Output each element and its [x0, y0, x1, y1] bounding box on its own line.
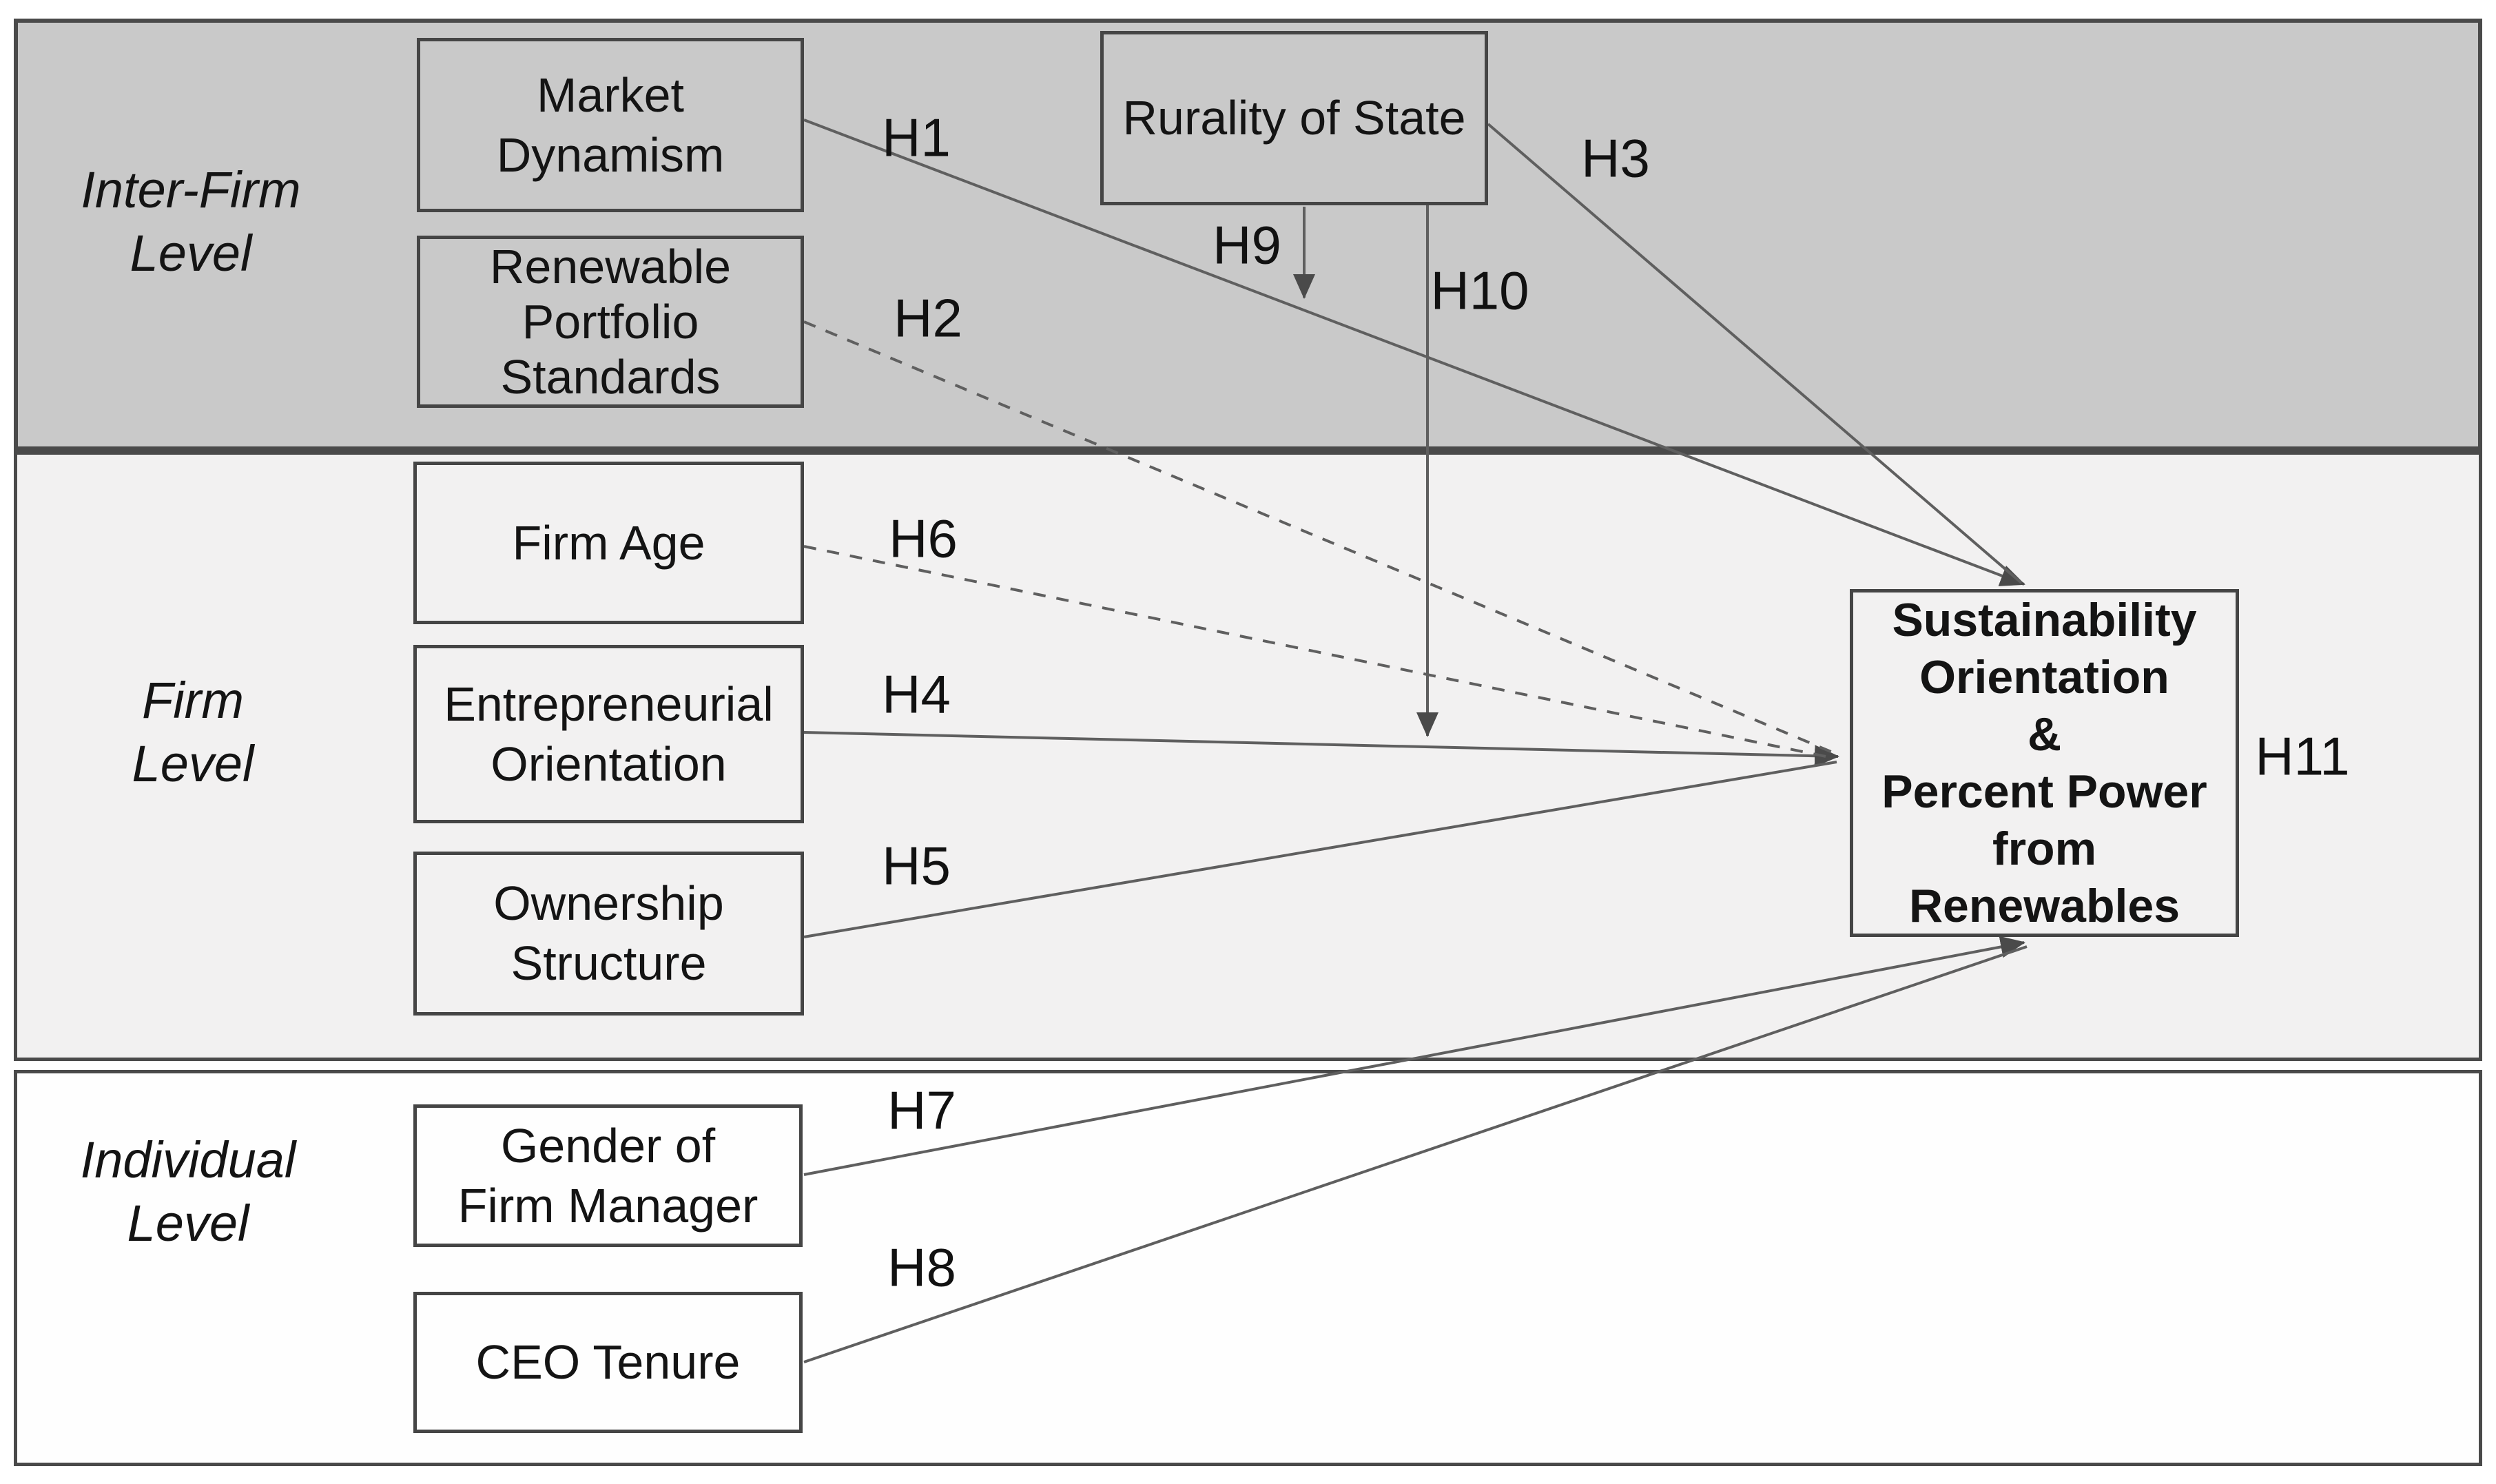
box-gender-of-firm-manager: Gender of Firm Manager — [413, 1104, 803, 1247]
hypothesis-label-h8: H8 — [887, 1237, 956, 1298]
box-firm-age: Firm Age — [413, 462, 804, 624]
box-renewable-portfolio-standards: Renewable Portfolio Standards — [417, 236, 804, 408]
box-outcome-text: Sustainability Orientation & Percent Pow… — [1881, 592, 2207, 935]
box-outcome-line6: Renewables — [1908, 879, 2180, 932]
hypothesis-label-h7: H7 — [887, 1080, 956, 1141]
box-renewable-portfolio-standards-text: Renewable Portfolio Standards — [490, 239, 731, 404]
box-market-dynamism-text: Market Dynamism — [497, 65, 725, 185]
box-outcome-sustainability: Sustainability Orientation & Percent Pow… — [1850, 589, 2239, 937]
box-ceo-tenure-line1: CEO Tenure — [475, 1335, 741, 1389]
box-entrepreneurial-orientation: Entrepreneurial Orientation — [413, 645, 804, 823]
hypothesis-label-h9: H9 — [1213, 214, 1281, 276]
hypothesis-label-h10: H10 — [1430, 260, 1529, 321]
arrow-h7 — [803, 936, 2025, 1176]
firm-level-label-line2: Level — [132, 735, 254, 792]
box-ownership-line2: Structure — [510, 936, 707, 990]
box-eo-line1: Entrepreneurial — [444, 677, 774, 731]
box-eo-line2: Orientation — [491, 736, 727, 791]
box-gender-text: Gender of Firm Manager — [458, 1116, 759, 1236]
box-ceo-tenure: CEO Tenure — [413, 1292, 803, 1433]
arrow-h2-dashed — [803, 320, 1833, 754]
arrow-h8 — [803, 945, 2028, 1363]
box-gender-line1: Gender of — [500, 1118, 716, 1173]
hypothesis-label-h11: H11 — [2255, 725, 2350, 787]
box-market-dynamism-line1: Market — [537, 68, 684, 122]
arrow-h3 — [1487, 123, 2023, 584]
hypothesis-label-h6: H6 — [889, 508, 958, 569]
box-entrepreneurial-orientation-text: Entrepreneurial Orientation — [444, 674, 774, 794]
inter-firm-level-label-line2: Level — [130, 225, 252, 282]
box-rurality-of-state-text: Rurality of State — [1123, 88, 1466, 148]
box-ceo-tenure-text: CEO Tenure — [476, 1332, 741, 1392]
box-market-dynamism-line2: Dynamism — [496, 127, 725, 182]
box-firm-age-line1: Firm Age — [512, 515, 705, 570]
hypothesis-label-h1: H1 — [882, 107, 951, 168]
box-rurality-line1: Rurality of State — [1122, 91, 1466, 145]
box-outcome-line3: & — [2027, 708, 2062, 761]
box-market-dynamism: Market Dynamism — [417, 38, 804, 212]
arrow-h5 — [803, 761, 1837, 938]
individual-level-label: Individual Level — [81, 1129, 296, 1255]
box-gender-line2: Firm Manager — [457, 1178, 759, 1233]
box-rurality-of-state: Rurality of State — [1100, 31, 1488, 205]
box-firm-age-text: Firm Age — [512, 513, 705, 573]
box-ownership-structure: Ownership Structure — [413, 852, 804, 1016]
hypothesis-label-h5: H5 — [882, 835, 951, 896]
box-ownership-line1: Ownership — [493, 876, 724, 930]
individual-level-band — [14, 1070, 2482, 1466]
arrow-h4 — [803, 731, 1839, 767]
individual-level-label-line2: Level — [127, 1195, 249, 1252]
box-rps-line2: Portfolio — [522, 295, 699, 349]
hypothesis-label-h3: H3 — [1581, 127, 1650, 189]
firm-level-label: Firm Level — [132, 669, 254, 796]
box-outcome-line5: from — [1992, 822, 2097, 875]
firm-level-label-line1: Firm — [142, 672, 244, 729]
inter-firm-level-label-line1: Inter-Firm — [81, 161, 301, 218]
hypothesis-label-h4: H4 — [882, 663, 951, 725]
arrow-h1 — [803, 118, 2025, 586]
individual-level-label-line1: Individual — [80, 1131, 296, 1188]
box-outcome-line2: Orientation — [1919, 650, 2169, 703]
box-outcome-line4: Percent Power — [1881, 765, 2207, 818]
hypothesis-label-h2: H2 — [894, 287, 962, 349]
box-rps-line1: Renewable — [489, 240, 732, 293]
box-rps-line3: Standards — [500, 350, 721, 404]
box-outcome-line1: Sustainability — [1892, 593, 2197, 646]
inter-firm-level-label: Inter-Firm Level — [81, 158, 300, 285]
box-ownership-structure-text: Ownership Structure — [493, 874, 724, 993]
arrow-h6-dashed — [803, 545, 1833, 759]
firm-level-band — [14, 455, 2482, 1061]
